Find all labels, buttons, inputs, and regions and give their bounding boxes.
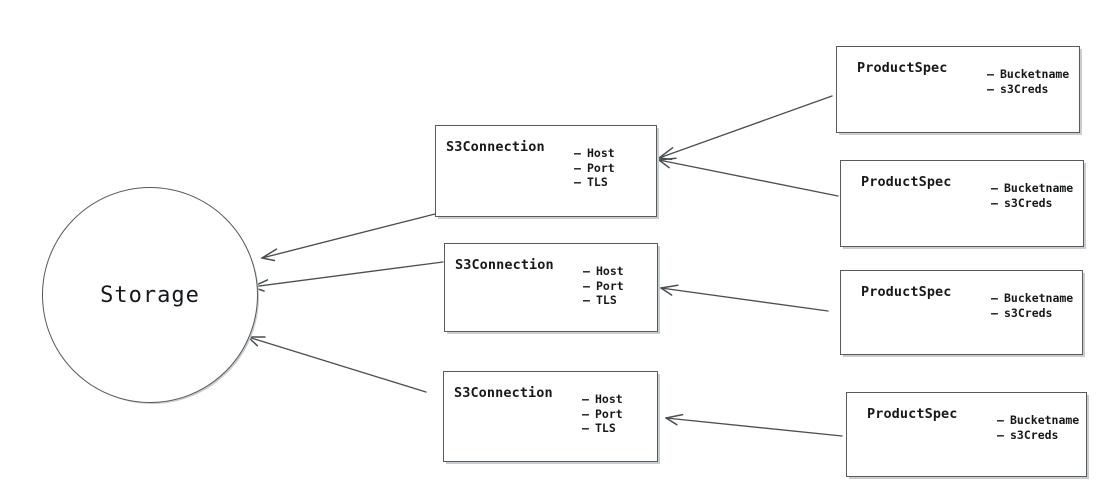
- dash-bullet-icon: –: [574, 146, 581, 160]
- s3connection-attribute: –Host: [583, 264, 624, 279]
- productspec-attribute: –Bucketname: [991, 291, 1073, 306]
- dash-bullet-icon: –: [991, 195, 998, 210]
- storage-label: Storage: [100, 282, 200, 308]
- s3connection-attribute-label: Host: [595, 392, 623, 406]
- productspec-box[interactable]: ProductSpec –Bucketname–s3Creds: [840, 160, 1084, 247]
- productspec-attribute: –s3Creds: [997, 428, 1079, 443]
- s3connection-attribute-label: Host: [587, 146, 615, 160]
- productspec-attribute-label: Bucketname: [1000, 67, 1070, 81]
- s3connection-attribute: –TLS: [574, 175, 615, 190]
- dash-bullet-icon: –: [574, 160, 581, 175]
- arrow-conn2-to-storage: [251, 261, 444, 292]
- s3connection-title: S3Connection: [455, 257, 554, 273]
- dash-bullet-icon: –: [582, 392, 589, 406]
- productspec-attribute: –Bucketname: [997, 413, 1079, 428]
- productspec-attribute-list: –Bucketname–s3Creds: [991, 291, 1073, 320]
- productspec-attribute: –s3Creds: [991, 306, 1073, 321]
- s3connection-attribute-label: Port: [587, 160, 615, 175]
- dash-bullet-icon: –: [583, 293, 590, 307]
- s3connection-attribute-list: –Host–Port–TLS: [582, 392, 623, 436]
- productspec-attribute-list: –Bucketname–s3Creds: [991, 181, 1073, 210]
- s3connection-attribute: –Host: [574, 146, 615, 161]
- s3connection-attribute-label: Port: [596, 278, 624, 293]
- s3connection-attribute-label: TLS: [596, 293, 617, 307]
- dash-bullet-icon: –: [991, 181, 998, 195]
- productspec-attribute-list: –Bucketname–s3Creds: [997, 413, 1079, 442]
- s3connection-attribute-list: –Host–Port–TLS: [583, 264, 624, 308]
- s3connection-attribute: –Host: [582, 392, 623, 407]
- s3connection-attribute: –TLS: [583, 293, 624, 308]
- productspec-attribute: –Bucketname: [991, 181, 1073, 196]
- arrow-spec4-to-conn3: [665, 413, 843, 437]
- dash-bullet-icon: –: [583, 264, 590, 278]
- dash-bullet-icon: –: [987, 67, 994, 81]
- dash-bullet-icon: –: [582, 406, 589, 421]
- dash-bullet-icon: –: [997, 427, 1004, 442]
- arrow-conn1-to-storage: [261, 213, 436, 262]
- s3connection-attribute: –TLS: [582, 421, 623, 436]
- productspec-attribute-label: s3Creds: [1010, 427, 1059, 442]
- productspec-title: ProductSpec: [861, 284, 952, 300]
- productspec-title: ProductSpec: [867, 406, 958, 422]
- productspec-box[interactable]: ProductSpec –Bucketname–s3Creds: [836, 46, 1080, 133]
- s3connection-attribute-list: –Host–Port–TLS: [574, 146, 615, 190]
- productspec-attribute: –s3Creds: [987, 82, 1069, 97]
- s3connection-attribute-label: Host: [596, 264, 624, 278]
- s3connection-box[interactable]: S3Connection–Host–Port–TLS: [443, 371, 658, 462]
- s3connection-title: S3Connection: [454, 385, 553, 401]
- productspec-attribute-label: Bucketname: [1004, 181, 1074, 195]
- arrow-conn3-to-storage: [247, 336, 427, 393]
- s3connection-attribute: –Port: [583, 279, 624, 294]
- dash-bullet-icon: –: [991, 291, 998, 305]
- productspec-attribute-label: Bucketname: [1010, 413, 1080, 427]
- dash-bullet-icon: –: [997, 413, 1004, 427]
- productspec-title: ProductSpec: [861, 174, 952, 190]
- dash-bullet-icon: –: [987, 81, 994, 96]
- dash-bullet-icon: –: [574, 175, 581, 189]
- s3connection-attribute-label: TLS: [587, 175, 608, 189]
- s3connection-attribute: –Port: [574, 161, 615, 176]
- dash-bullet-icon: –: [991, 305, 998, 320]
- productspec-attribute: –Bucketname: [987, 67, 1069, 82]
- productspec-attribute-list: –Bucketname–s3Creds: [987, 67, 1069, 96]
- productspec-attribute-label: s3Creds: [1000, 81, 1049, 96]
- s3connection-title: S3Connection: [446, 139, 545, 155]
- s3connection-attribute-label: Port: [595, 406, 623, 421]
- dash-bullet-icon: –: [583, 278, 590, 293]
- productspec-attribute-label: Bucketname: [1004, 291, 1074, 305]
- arrow-spec1-to-conn1: [658, 95, 833, 161]
- arrow-spec2-to-conn1: [658, 157, 839, 197]
- s3connection-box[interactable]: S3Connection–Host–Port–TLS: [435, 125, 657, 217]
- dash-bullet-icon: –: [582, 421, 589, 435]
- arrow-spec3-to-conn2: [660, 284, 829, 312]
- productspec-attribute-label: s3Creds: [1004, 305, 1053, 320]
- s3connection-box[interactable]: S3Connection–Host–Port–TLS: [444, 243, 658, 332]
- s3connection-attribute: –Port: [582, 407, 623, 422]
- productspec-box[interactable]: ProductSpec –Bucketname–s3Creds: [846, 392, 1087, 477]
- productspec-title: ProductSpec: [857, 60, 948, 76]
- productspec-attribute: –s3Creds: [991, 196, 1073, 211]
- productspec-attribute-label: s3Creds: [1004, 195, 1053, 210]
- productspec-box[interactable]: ProductSpec –Bucketname–s3Creds: [840, 270, 1083, 355]
- s3connection-attribute-label: TLS: [595, 421, 616, 435]
- storage-node[interactable]: Storage: [42, 187, 258, 403]
